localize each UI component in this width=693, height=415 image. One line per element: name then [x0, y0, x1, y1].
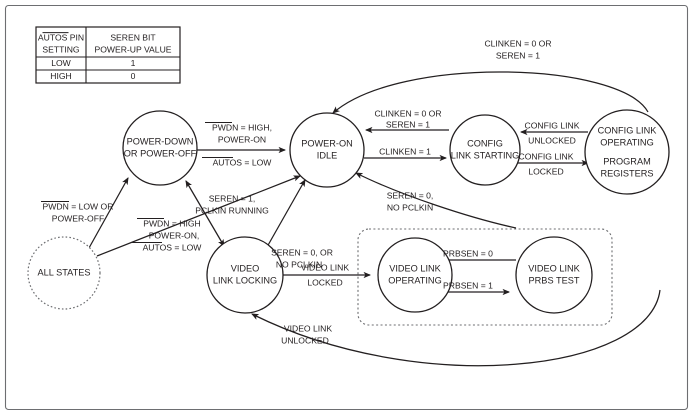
edge-label-line2: POWER-ON, — [149, 230, 200, 240]
edge-label-line1: CLINKEN = 0 OR — [374, 108, 441, 118]
table-header-col2-line1: SEREN BIT — [110, 32, 156, 42]
power-on-idle-label-line1: POWER-ON — [301, 138, 353, 148]
edge-video-group-to-power-on-idle — [355, 172, 517, 229]
power-down-circle[interactable] — [122, 110, 198, 186]
edge-video-link-locking-to-power-on-idle — [266, 179, 306, 248]
edge-label-line1: SEREN = 0, OR — [271, 247, 333, 257]
edge-label-line1: CONFIG LINK — [519, 151, 574, 161]
edge-label-line3: AUTOS = LOW — [213, 157, 273, 167]
edge-label-line2: SEREN = 1 — [386, 119, 430, 129]
edge-label-line1: PWDN = HIGH, — [212, 122, 272, 132]
state-node-video-link-locking[interactable]: VIDEO LINK LOCKING — [206, 236, 284, 314]
edge-label-line1: VIDEO LINK — [284, 323, 333, 333]
edge-label-video-link-locking-to-video-link-operating: VIDEO LINK LOCKED — [301, 262, 350, 287]
state-node-power-on-idle[interactable]: POWER-ON IDLE — [289, 112, 365, 188]
video-link-operating-label-line1: VIDEO LINK — [389, 263, 441, 273]
state-node-config-link-starting[interactable]: CONFIG LINK STARTING — [449, 114, 521, 186]
edge-power-down-to-video-link-locking — [185, 180, 225, 247]
config-link-starting-label-line1: CONFIG — [467, 138, 503, 148]
edge-config-link-operating-to-power-on-idle — [332, 71, 649, 114]
edge-label-config-link-operating-to-power-on-idle: CLINKEN = 0 OR SEREN = 1 — [484, 38, 551, 60]
state-node-video-link-operating[interactable]: VIDEO LINK OPERATING — [377, 237, 453, 313]
edge-label-line2: NO PCLKIN — [276, 259, 322, 269]
edge-label-line2: POWER-OFF — [52, 213, 105, 223]
state-node-video-link-prbs-test[interactable]: VIDEO LINK PRBS TEST — [515, 236, 593, 314]
edge-label-config-link-operating-to-config-link-starting: CONFIG LINK UNLOCKED — [525, 120, 580, 145]
edge-label-video-link-prbs-test-to-video-link-operating: PRBSEN = 0 — [443, 248, 493, 258]
edge-label-line2: LOCKED — [307, 277, 342, 287]
edge-label-power-on-idle-to-config-link-starting: CLINKEN = 1 — [379, 146, 431, 156]
edge-all-states-to-power-down — [88, 177, 129, 249]
edge-label-line2: NO PCLKIN — [387, 202, 433, 212]
edge-label-config-link-starting-to-power-on-idle: CLINKEN = 0 OR SEREN = 1 — [374, 108, 441, 129]
table-row: LOW 1 — [51, 58, 135, 68]
edge-label-line2: LOCKED — [528, 166, 563, 176]
edge-label-line2: SEREN = 1 — [496, 50, 540, 60]
figure-border — [4, 4, 689, 411]
edge-label-video-link-operating-to-video-link-prbs-test: PRBSEN = 1 — [443, 280, 493, 290]
video-link-group-box — [357, 228, 613, 326]
config-link-starting-label-line2: LINK STARTING — [451, 150, 520, 160]
edge-label-line2: POWER-ON — [218, 134, 266, 144]
edge-label-line3: AUTOS = LOW — [143, 242, 203, 252]
edge-label-line1: PRBSEN = 0 — [443, 248, 493, 258]
video-link-operating-label-line2: OPERATING — [388, 275, 441, 285]
edge-label-line2: UNLOCKED — [281, 335, 329, 345]
video-link-locking-label-line1: VIDEO — [231, 263, 260, 273]
edge-label-power-down-to-video-link-locking: SEREN = 1, PCLKIN RUNNING — [195, 193, 269, 215]
video-link-prbs-test-circle[interactable] — [515, 236, 593, 314]
table-cell-setting: HIGH — [50, 71, 71, 81]
edge-label-line2: PCLKIN RUNNING — [195, 205, 269, 215]
edge-label-line1: PWDN = HIGH — [143, 218, 201, 228]
edge-label-all-states-to-power-down: PWDN = LOW OR POWER-OFF — [41, 201, 113, 223]
edge-label-video-link-locking-to-power-on-idle: SEREN = 0, OR NO PCLKIN — [271, 247, 333, 269]
power-down-label-line2: OR POWER-OFF — [124, 148, 197, 158]
all-states-label: ALL STATES — [38, 267, 91, 277]
edge-label-line1: VIDEO LINK — [301, 262, 350, 272]
config-link-starting-circle[interactable] — [449, 114, 521, 186]
video-link-prbs-test-label-line2: PRBS TEST — [529, 275, 580, 285]
video-link-locking-label-line2: LINK LOCKING — [213, 275, 277, 285]
edge-label-line2: UNLOCKED — [528, 135, 576, 145]
table-row: HIGH 0 — [50, 71, 135, 81]
edge-label-config-link-starting-to-config-link-operating: CONFIG LINK LOCKED — [519, 151, 574, 176]
all-states-circle[interactable] — [27, 236, 101, 310]
table-header-col2-line2: POWER-UP VALUE — [94, 44, 171, 54]
edge-label-line1: PRBSEN = 1 — [443, 280, 493, 290]
table-header-col1-line2: SETTING — [42, 44, 80, 54]
edge-video-group-to-video-link-locking — [251, 289, 661, 367]
state-node-all-states[interactable]: ALL STATES — [27, 236, 101, 310]
config-link-operating-label-line1: CONFIG LINK — [598, 125, 658, 135]
config-link-operating-circle[interactable] — [584, 109, 670, 195]
table-cell-setting: LOW — [51, 58, 71, 68]
table-cell-value: 0 — [131, 71, 136, 81]
power-on-idle-label-line2: IDLE — [317, 150, 337, 160]
table-header-col1-line1: AUTOS PIN — [38, 32, 84, 42]
config-link-operating-label-line3: PROGRAM — [603, 156, 650, 166]
table-header-col2: SEREN BIT POWER-UP VALUE — [94, 32, 171, 54]
config-link-operating-label-line4: REGISTERS — [600, 168, 653, 178]
edge-label-line1: CLINKEN = 0 OR — [484, 38, 551, 48]
edge-label-line1: SEREN = 1, — [209, 193, 256, 203]
edge-label-line1: CONFIG LINK — [525, 120, 580, 130]
video-link-locking-circle[interactable] — [206, 236, 284, 314]
table-cell-value: 1 — [131, 58, 136, 68]
edge-label-video-group-to-video-link-locking: VIDEO LINK UNLOCKED — [281, 323, 332, 345]
edge-label-all-states-to-power-on-idle: PWDN = HIGH POWER-ON, AUTOS = LOW — [131, 218, 202, 252]
state-node-power-down[interactable]: POWER-DOWN OR POWER-OFF — [122, 110, 198, 186]
edge-label-video-group-to-power-on-idle: SEREN = 0, NO PCLKIN — [387, 190, 434, 212]
state-node-config-link-operating[interactable]: CONFIG LINK OPERATING PROGRAM REGISTERS — [584, 109, 670, 195]
edge-label-line1: PWDN = LOW OR — [43, 201, 114, 211]
autos-seren-table: AUTOS PIN SETTING SEREN BIT POWER-UP VAL… — [35, 26, 181, 84]
edge-label-power-down-to-power-on-idle: PWDN = HIGH, POWER-ON AUTOS = LOW — [202, 122, 272, 167]
edge-label-line1: CLINKEN = 1 — [379, 146, 431, 156]
video-link-operating-circle[interactable] — [377, 237, 453, 313]
video-link-prbs-test-label-line1: VIDEO LINK — [528, 263, 580, 273]
edge-label-line1: SEREN = 0, — [387, 190, 434, 200]
power-on-idle-circle[interactable] — [289, 112, 365, 188]
table-header-col1: AUTOS PIN SETTING — [38, 32, 84, 54]
config-link-operating-label-line2: OPERATING — [600, 137, 653, 147]
power-down-label-line1: POWER-DOWN — [127, 136, 194, 146]
